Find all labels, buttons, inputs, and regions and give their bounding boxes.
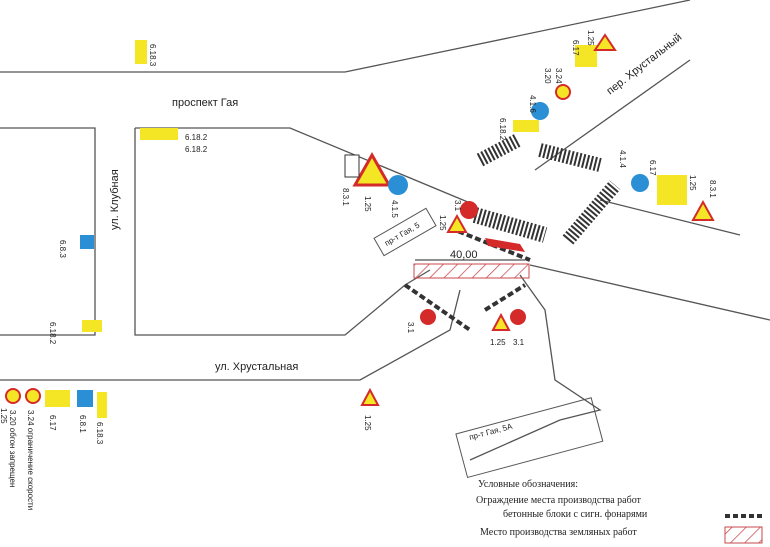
concrete-block-fence (403, 226, 531, 332)
street-pereulok: пер. Хрустальный (604, 31, 684, 97)
legend-title: Условные обозначения: (478, 479, 578, 490)
svg-text:6.17: 6.17 (571, 40, 580, 56)
svg-text:3.20: 3.20 (543, 68, 552, 84)
legend-earthworks: Место производства земляных работ (480, 527, 637, 538)
direction-chevrons (485, 238, 525, 252)
svg-text:3.24: 3.24 (554, 68, 563, 84)
street-khrustalnaya: ул. Хрустальная (215, 361, 298, 373)
street-klubnaya: ул. Клубная (109, 169, 121, 230)
crosswalks (472, 133, 621, 245)
svg-text:6.18.2: 6.18.2 (185, 133, 208, 142)
svg-text:6.18.3: 6.18.3 (148, 44, 157, 67)
legend-fence-line2: бетонные блоки с сигн. фонарями (503, 509, 648, 520)
dimension-label: 40,00 (450, 249, 478, 261)
legend: Условные обозначения: Ограждение места п… (476, 479, 763, 544)
earthworks-area (413, 263, 530, 279)
svg-text:1.25: 1.25 (438, 215, 447, 231)
svg-text:6.18.2: 6.18.2 (185, 145, 208, 154)
svg-text:8.3.1: 8.3.1 (708, 180, 717, 198)
svg-text:3.24 ограничение скорости: 3.24 ограничение скорости (26, 410, 35, 510)
svg-text:6.8.3: 6.8.3 (58, 240, 67, 258)
svg-text:1.25: 1.25 (490, 338, 506, 347)
svg-text:3.1: 3.1 (406, 322, 415, 334)
legend-fence-line1: Ограждение места производства работ (476, 495, 642, 506)
svg-text:4.1.5: 4.1.5 (390, 200, 399, 218)
svg-text:6.8.1: 6.8.1 (78, 415, 87, 433)
svg-text:6.18.2: 6.18.2 (48, 322, 57, 345)
svg-text:1.25: 1.25 (363, 415, 372, 431)
sign-codes: 6.18.3 6.18.2 6.8.3 6.18.2 4.1.6 6.18.2 … (0, 30, 717, 510)
svg-text:6.18.3: 6.18.3 (95, 422, 104, 445)
street-prospekt: проспект Гая (172, 97, 238, 109)
svg-text:6.18.2: 6.18.2 (498, 118, 507, 141)
sign-code-1-25-left: 1.25 (0, 408, 8, 424)
svg-text:1.25: 1.25 (363, 196, 372, 212)
svg-text:1.25: 1.25 (586, 30, 595, 46)
svg-text:4.1.4: 4.1.4 (618, 150, 627, 168)
svg-text:6.17: 6.17 (648, 160, 657, 176)
svg-text:4.1.6: 4.1.6 (528, 95, 537, 113)
svg-text:3.1: 3.1 (513, 338, 525, 347)
svg-text:6.17: 6.17 (48, 415, 57, 431)
svg-text:3.1: 3.1 (453, 200, 462, 212)
svg-text:1.25: 1.25 (688, 175, 697, 191)
signs (5, 33, 715, 418)
svg-text:8.3.1: 8.3.1 (341, 188, 350, 206)
legend-earthworks-symbol (724, 526, 763, 544)
svg-text:3.20 обгон запрещен: 3.20 обгон запрещен (8, 410, 17, 487)
